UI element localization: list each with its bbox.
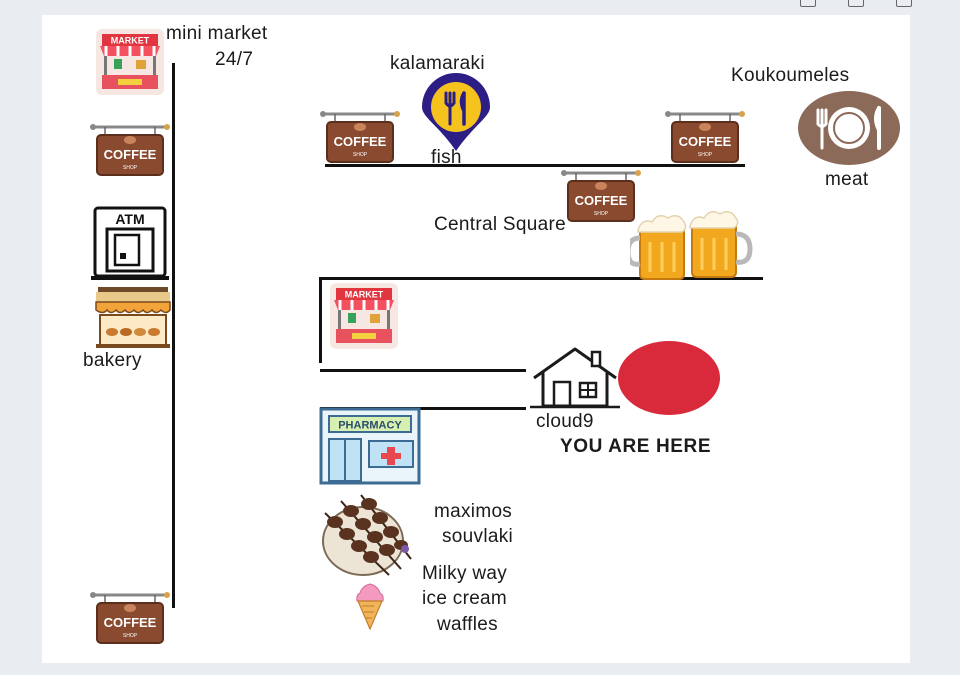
svg-text:ATM: ATM [115, 211, 144, 227]
road-top-horizontal [325, 164, 745, 167]
coffee-shop-icon: COFFEE SHOP [319, 108, 401, 166]
svg-text:MARKET: MARKET [111, 36, 150, 46]
svg-text:COFFEE: COFFEE [575, 193, 628, 208]
market-stall-icon: MARKET [94, 27, 166, 97]
plate-cutlery-icon [797, 90, 901, 166]
mini-market-label: mini market [166, 23, 268, 44]
atm-icon: ATM [89, 205, 171, 281]
svg-text:COFFEE: COFFEE [104, 615, 157, 630]
window-controls [800, 0, 920, 10]
you-are-here-marker [618, 341, 720, 415]
coffee-shop-icon: COFFEE SHOP [560, 167, 642, 225]
koukoumeles-label: Koukoumeles [731, 65, 850, 86]
road-lower-horizontal-1 [320, 369, 526, 372]
bakery-label: bakery [83, 350, 142, 371]
svg-text:COFFEE: COFFEE [679, 134, 732, 149]
you-are-here-label: YOU ARE HERE [560, 436, 712, 457]
svg-text:PHARMACY: PHARMACY [338, 420, 402, 432]
ice-cream-cone-icon [354, 582, 386, 631]
meat-label: meat [825, 169, 869, 190]
house-icon [530, 346, 620, 410]
road-middle-horizontal [320, 277, 763, 280]
svg-text:SHOP: SHOP [353, 152, 368, 158]
mini-market-hours: 24/7 [215, 49, 254, 70]
waffles-label: waffles [437, 614, 498, 635]
coffee-shop-icon: COFFEE SHOP [664, 108, 746, 166]
fish-label: fish [431, 147, 462, 168]
pharmacy-icon: PHARMACY [319, 407, 421, 485]
market-stall-icon: MARKET [328, 281, 400, 351]
svg-text:SHOP: SHOP [123, 165, 138, 171]
road-short-vertical [319, 277, 322, 363]
maximos-label: maximos [434, 501, 513, 522]
ice-cream-label: ice cream [422, 588, 508, 609]
bakery-shop-icon [94, 287, 172, 349]
milky-way-label: Milky way [422, 563, 508, 584]
svg-text:MARKET: MARKET [345, 290, 384, 300]
svg-text:SHOP: SHOP [594, 211, 609, 217]
central-square-label: Central Square [434, 214, 566, 235]
svg-text:COFFEE: COFFEE [104, 147, 157, 162]
coffee-shop-icon: COFFEE SHOP [89, 589, 171, 647]
map-canvas: MARKET mini market 24/7 COFFEE SHOP [42, 15, 910, 663]
svg-text:COFFEE: COFFEE [334, 134, 387, 149]
souvlaki-skewers-icon [319, 489, 415, 579]
road-left-vertical [172, 63, 175, 608]
beer-mugs-icon [625, 208, 758, 280]
svg-text:SHOP: SHOP [123, 633, 138, 639]
restaurant-pin-icon [418, 73, 494, 153]
cloud9-label: cloud9 [536, 411, 594, 432]
coffee-shop-icon: COFFEE SHOP [89, 121, 171, 179]
svg-text:SHOP: SHOP [698, 152, 713, 158]
road-lower-horizontal-2 [320, 407, 526, 410]
kalamaraki-label: kalamaraki [390, 53, 485, 74]
souvlaki-label: souvlaki [442, 526, 514, 547]
